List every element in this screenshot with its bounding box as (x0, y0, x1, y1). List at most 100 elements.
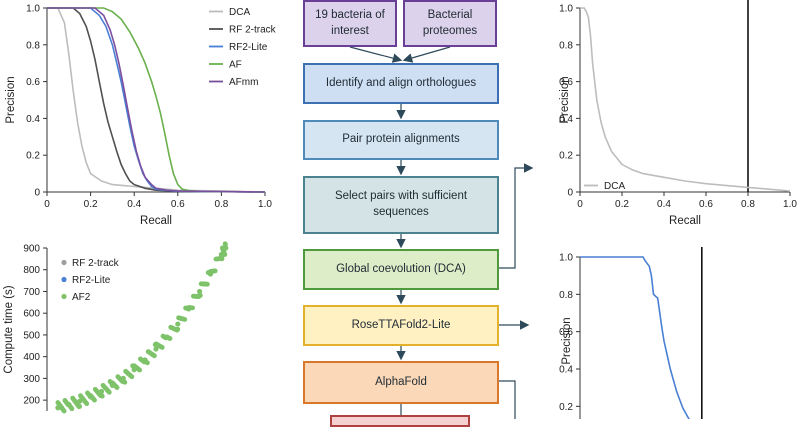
step-next-partial (330, 415, 470, 427)
input-bacteria-label: 19 bacteria of interest (315, 8, 385, 37)
data-point (106, 389, 112, 395)
step-select-pairs: Select pairs with sufficient sequences (303, 176, 499, 234)
arrow-af-out (499, 380, 516, 419)
y-tick-label: 0.6 (559, 77, 573, 88)
legend-label: RF2-Lite (72, 275, 111, 286)
data-point (175, 321, 181, 327)
legend-label: RF2-Lite (229, 42, 268, 53)
data-point (190, 305, 195, 311)
y-tick-label: 0.8 (26, 40, 40, 51)
step-global-coevolution-label: Global coevolution (DCA) (336, 262, 466, 275)
series-line-rf2-lite (47, 7, 266, 193)
data-point (137, 367, 143, 373)
y-axis-label: Precision (5, 76, 17, 123)
data-point (77, 404, 83, 409)
step-pair-alignments: Pair protein alignments (303, 120, 499, 160)
y-tick-label: 0.4 (559, 365, 573, 376)
data-point (55, 405, 61, 411)
step-identify-align: Identify and align orthologues (303, 63, 499, 104)
input-bacteria-box: 19 bacteria of interest (303, 0, 397, 47)
x-tick-label: 0.8 (214, 199, 228, 210)
data-point (218, 251, 224, 258)
x-tick-label: 0.4 (657, 199, 671, 210)
y-tick-label: 600 (23, 309, 40, 320)
y-tick-label: 900 (23, 244, 40, 255)
flowchart-connectors (349, 46, 534, 419)
y-tick-label: 800 (23, 265, 40, 276)
data-point (61, 408, 67, 414)
y-tick-label: 0 (34, 188, 40, 199)
x-tick-label: 0 (577, 199, 583, 210)
data-point (109, 382, 115, 388)
data-point (153, 346, 159, 352)
y-tick-label: 0.2 (559, 402, 573, 413)
y-tick-label: 0.2 (26, 151, 40, 162)
x-tick-label: 0 (44, 199, 50, 210)
series-af2 (55, 241, 229, 414)
data-point (122, 379, 128, 385)
series-line-main (580, 256, 690, 419)
data-point (207, 271, 214, 277)
data-point (99, 393, 105, 399)
data-point (223, 245, 229, 251)
y-tick-label: 0.6 (559, 327, 573, 338)
data-point (88, 394, 94, 400)
y-axis-label: Precision (559, 76, 571, 123)
data-point (197, 288, 203, 295)
x-axis-label: Recall (669, 215, 701, 227)
x-tick-label: 0.6 (171, 199, 185, 210)
data-point (66, 401, 72, 408)
y-tick-label: 1.0 (559, 253, 573, 264)
series-line-af (47, 7, 266, 193)
arrow-input2 (402, 46, 451, 63)
y-tick-label: 0.4 (559, 114, 573, 125)
step-alphafold: AlphaFold (303, 361, 499, 404)
x-axis-label: Recall (140, 215, 172, 227)
legend-label: AF2 (72, 292, 91, 303)
x-tick-label: 0.4 (127, 199, 141, 210)
legend-marker (61, 293, 67, 300)
flowchart: 19 bacteria of interest Bacterial proteo… (295, 0, 535, 427)
legend: DCA (584, 181, 625, 192)
series-line-rf-2-track (47, 7, 266, 193)
step-identify-align-label: Identify and align orthologues (325, 76, 477, 89)
data-point (164, 334, 170, 340)
y-tick-label: 0.8 (559, 290, 573, 301)
y-tick-label: 0 (567, 188, 573, 199)
y-tick-label: 0.2 (559, 151, 573, 162)
y-tick-label: 0.6 (26, 77, 40, 88)
data-point (98, 388, 105, 395)
y-tick-label: 700 (23, 287, 40, 298)
legend-label: DCA (604, 181, 625, 192)
y-tick-label: 0.4 (26, 114, 40, 125)
data-point (69, 406, 75, 412)
legend-label: RF 2-track (229, 25, 277, 36)
legend-label: AF (229, 60, 242, 71)
legend-marker (61, 259, 67, 266)
input-proteomes-label: Bacterial proteomes (422, 8, 478, 37)
data-point (182, 317, 188, 322)
data-point (212, 268, 218, 274)
y-tick-label: 200 (23, 396, 40, 407)
step-rosettafold-label: RoseTTAFold2-Lite (351, 318, 451, 331)
step-pair-alignments-label: Pair protein alignments (342, 133, 460, 146)
y-tick-label: 1.0 (26, 4, 40, 15)
step-select-pairs-label: Select pairs with sufficient sequences (334, 190, 468, 218)
data-point (77, 398, 83, 404)
step-rosettafold: RoseTTAFold2-Lite (303, 305, 499, 346)
data-point (197, 293, 203, 298)
data-point (175, 326, 181, 332)
data-point (159, 345, 165, 350)
series-line-afmm (47, 7, 266, 193)
input-proteomes-box: Bacterial proteomes (403, 0, 497, 47)
arrow-dca-out (499, 163, 534, 269)
legend-label: DCA (229, 7, 250, 18)
x-tick-label: 0.2 (84, 199, 98, 210)
data-point (131, 367, 137, 373)
